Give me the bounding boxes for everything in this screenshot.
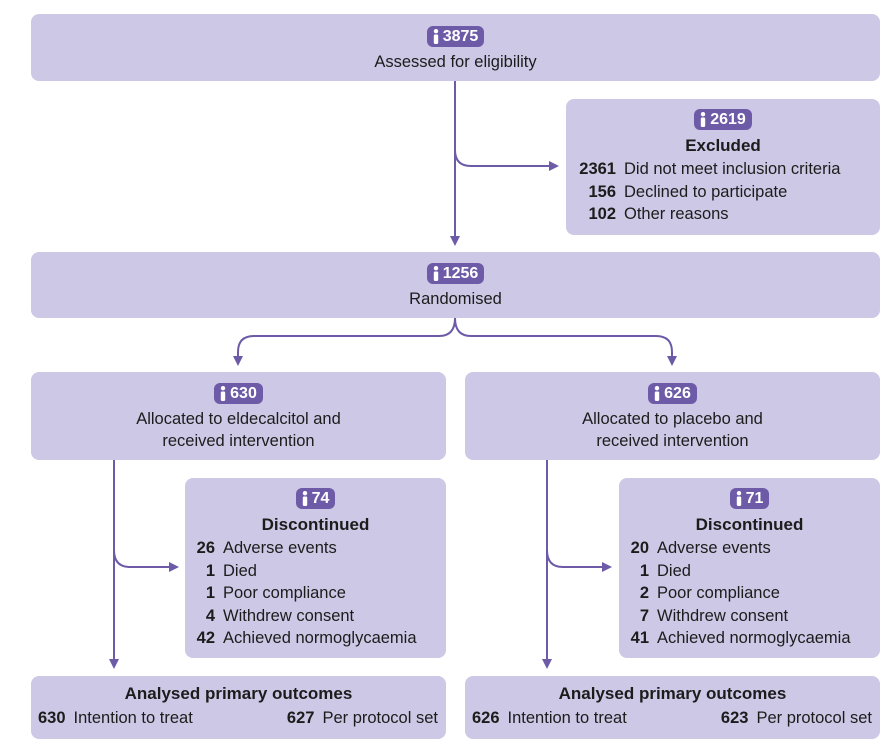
analysed-pp-number: 623 [720, 709, 749, 727]
analysed-itt: 630 Intention to treat [38, 707, 193, 730]
excluded-item-number: 2361 [579, 160, 616, 178]
discontinued-item-number: 26 [196, 539, 215, 557]
discontinued-count: 74 [311, 490, 330, 507]
discontinued-item: 7 Withdrew consent [626, 605, 880, 628]
analysed-title: Analysed primary outcomes [124, 684, 353, 703]
analysed-pp-label: Per protocol set [322, 709, 438, 727]
arm-count-badge: 626 [648, 383, 697, 404]
discontinued-item-number: 1 [205, 584, 215, 602]
discontinued-item-number: 7 [639, 606, 649, 625]
analysed-pp-label: Per protocol set [756, 709, 872, 727]
discontinued-item: 2 Poor compliance [626, 582, 880, 605]
discontinued-item: 26 Adverse events [192, 537, 446, 560]
discontinued-left-box: 74 Discontinued 26 Adverse events 1 Died 1… [185, 478, 446, 658]
analysed-pp: 623 Per protocol set [721, 707, 872, 730]
assessed-label: Assessed for eligibility [374, 53, 537, 71]
discontinued-item-number: 1 [639, 561, 649, 580]
excluded-item-number: 156 [588, 182, 616, 201]
randomised-count: 1256 [442, 265, 479, 282]
discontinued-item-number: 42 [196, 629, 215, 647]
person-icon [701, 112, 706, 127]
randomised-box: 1256 Randomised [31, 252, 880, 318]
person-icon [654, 386, 660, 401]
discontinued-item-text: Poor compliance [657, 584, 780, 602]
arrow-right-to-discontinued [546, 549, 612, 572]
excluded-item-text: Declined to participate [624, 182, 788, 201]
discontinued-item: 20 Adverse events [626, 537, 880, 560]
analysed-pp: 627 Per protocol set [287, 707, 438, 730]
excluded-item: 2361 Did not meet inclusion criteria [574, 158, 880, 181]
arm-eldecalcitol-box: 630 Allocated to eldecalcitol and receiv… [31, 372, 446, 460]
assessed-box: 3875 Assessed for eligibility [31, 14, 880, 81]
randomised-count-badge: 1256 [426, 263, 485, 284]
arm-count: 630 [230, 385, 257, 402]
analysed-right-box: Analysed primary outcomes 626 Intention t… [465, 676, 880, 739]
excluded-box: 2619 Excluded 2361 Did not meet inclusio… [566, 99, 880, 235]
analysed-itt-label: Intention to treat [73, 709, 193, 727]
arm-label-line1: Allocated to placebo and [582, 410, 763, 428]
discontinued-item-text: Died [223, 561, 257, 580]
discontinued-item-number: 2 [639, 584, 649, 602]
analysed-title: Analysed primary outcomes [558, 684, 787, 703]
discontinued-item-number: 4 [205, 606, 215, 625]
person-icon [302, 491, 307, 506]
discontinued-item-text: Withdrew consent [223, 606, 355, 625]
analysed-itt-number: 626 [472, 709, 500, 727]
discontinued-item-text: Died [657, 561, 691, 580]
discontinued-item-text: Adverse events [223, 539, 337, 557]
discontinued-title: Discontinued [261, 515, 370, 534]
discontinued-item: 1 Poor compliance [192, 582, 446, 605]
discontinued-item: 41 Achieved normoglycaemia [626, 627, 880, 650]
arrow-to-arm-right [454, 317, 677, 366]
analysed-itt-label: Intention to treat [507, 709, 627, 727]
analysed-pp-number: 627 [286, 709, 315, 727]
arm-count-badge: 630 [214, 383, 263, 404]
excluded-count-badge: 2619 [694, 109, 752, 130]
discontinued-right-box: 71 Discontinued 20 Adverse events 1 Died 2… [619, 478, 880, 658]
assessed-count-badge: 3875 [426, 26, 485, 47]
analysed-itt: 626 Intention to treat [472, 707, 627, 730]
discontinued-item-text: Adverse events [657, 539, 771, 557]
arm-label-line2: received intervention [596, 432, 749, 450]
discontinued-item: 1 Died [626, 560, 880, 583]
person-icon [433, 29, 438, 44]
discontinued-count-badge: 71 [729, 488, 770, 509]
person-icon [433, 266, 438, 281]
arrow-to-arm-left [233, 317, 456, 366]
excluded-count: 2619 [710, 111, 746, 128]
excluded-item: 102 Other reasons [574, 203, 880, 226]
randomised-label: Randomised [409, 290, 502, 308]
discontinued-item-text: Poor compliance [223, 584, 346, 602]
person-icon [736, 491, 741, 506]
discontinued-item-number: 1 [205, 561, 215, 580]
arm-label-line2: received intervention [162, 432, 315, 450]
excluded-item-number: 102 [588, 205, 616, 223]
discontinued-item: 42 Achieved normoglycaemia [192, 627, 446, 650]
discontinued-item-number: 41 [630, 629, 649, 647]
arm-label-line1: Allocated to eldecalcitol and [136, 410, 341, 428]
excluded-item-text: Other reasons [624, 205, 729, 223]
discontinued-item-text: Withdrew consent [657, 606, 789, 625]
excluded-item: 156 Declined to participate [574, 181, 880, 204]
discontinued-count-badge: 74 [295, 488, 336, 509]
excluded-item-text: Did not meet inclusion criteria [624, 160, 841, 178]
analysed-itt-number: 630 [38, 709, 66, 727]
arrow-to-excluded [454, 149, 559, 171]
arm-placebo-box: 626 Allocated to placebo and received in… [465, 372, 880, 460]
discontinued-item: 4 Withdrew consent [192, 605, 446, 628]
discontinued-title: Discontinued [695, 515, 804, 534]
person-icon [220, 386, 226, 401]
discontinued-item-text: Achieved normoglycaemia [223, 629, 417, 647]
assessed-count: 3875 [442, 28, 479, 45]
analysed-left-box: Analysed primary outcomes 630 Intention t… [31, 676, 446, 739]
discontinued-item-number: 20 [630, 539, 649, 557]
discontinued-count: 71 [745, 490, 764, 507]
arrow-left-to-discontinued [113, 549, 179, 572]
arm-count: 626 [664, 385, 691, 402]
excluded-title: Excluded [685, 136, 761, 155]
discontinued-item-text: Achieved normoglycaemia [657, 629, 851, 647]
discontinued-item: 1 Died [192, 560, 446, 583]
